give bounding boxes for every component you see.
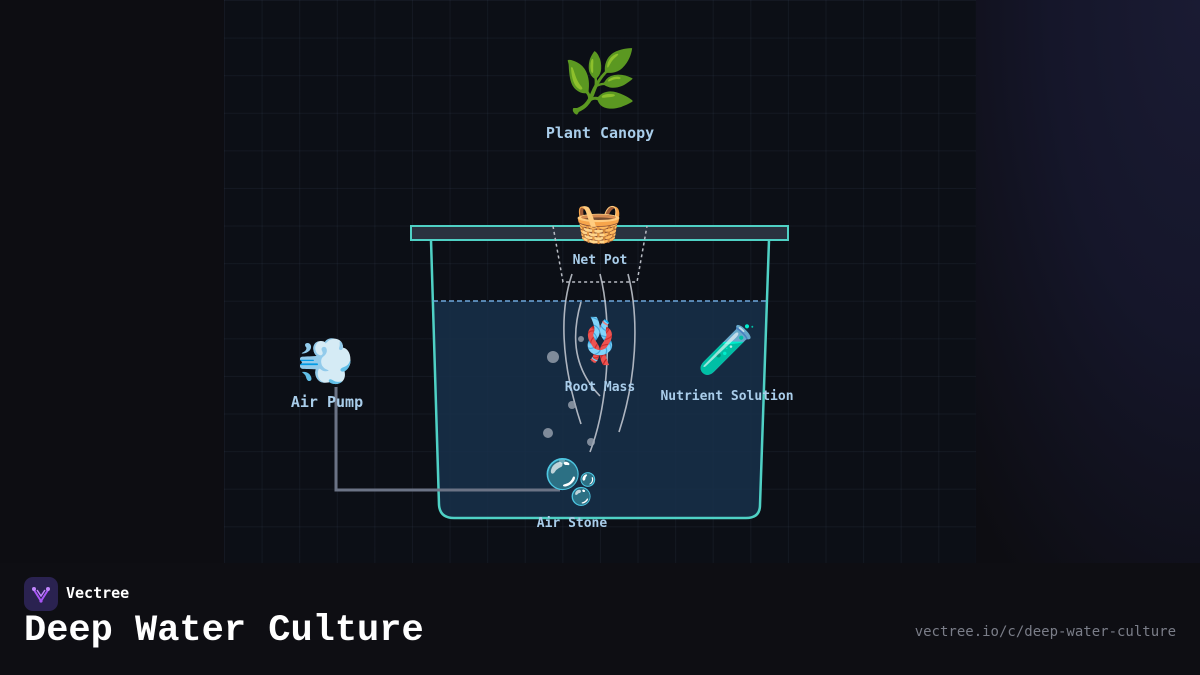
test-tube-icon: 🧪: [697, 322, 757, 378]
basket-icon: 🧺: [575, 201, 623, 245]
reservoir-lid: [410, 225, 789, 241]
vectree-logo[interactable]: [24, 577, 58, 611]
page-url-link[interactable]: vectree.io/c/deep-water-culture: [914, 624, 1176, 640]
diagram-canvas: [224, 0, 976, 563]
reservoir-bucket: [429, 239, 771, 520]
tree-logo-icon: [32, 587, 50, 603]
air-stone-label: Air Stone: [536, 516, 608, 531]
root-mass-label: Root Mass: [564, 380, 636, 395]
air-line-tubing: [334, 387, 560, 492]
nutrient-solution-label: Nutrient Solution: [660, 389, 794, 404]
brand-name[interactable]: Vectree: [66, 584, 130, 602]
herb-icon: 🌿: [562, 47, 638, 117]
bubbles-icon: 🫧: [543, 457, 599, 508]
footer-bar: [0, 563, 1200, 675]
net-pot-label: Net Pot: [572, 253, 628, 268]
knot-icon: 🪢: [572, 316, 628, 367]
dwc-diagram: [334, 225, 789, 520]
water-body: [433, 301, 767, 518]
plant-canopy-label: Plant Canopy: [545, 124, 655, 142]
wind-icon: 💨: [297, 334, 355, 388]
page-title: Deep Water Culture: [24, 610, 424, 652]
air-pump-label: Air Pump: [290, 393, 364, 411]
air-bubbles: [543, 336, 595, 464]
